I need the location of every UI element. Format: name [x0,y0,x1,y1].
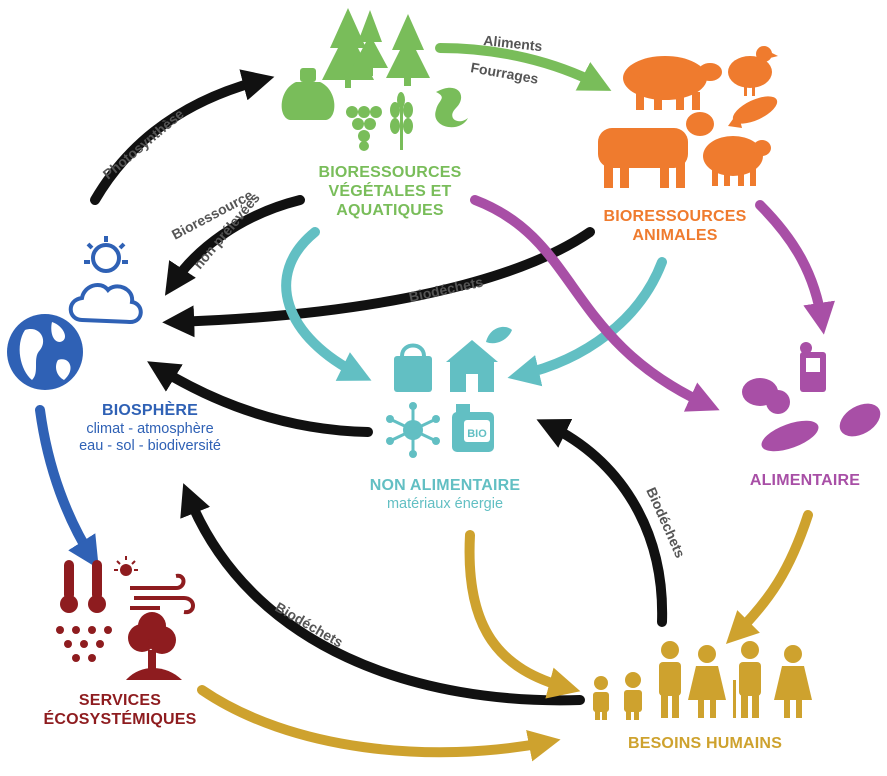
rain-icon [56,626,112,662]
chicken-icon [728,46,778,96]
services-title-line1: SERVICES [78,692,162,709]
animal-title-line1: BIORESSOURCES [603,208,747,225]
globe-icon [7,314,83,390]
biosphere-line1: climat - atmosphère [86,420,214,437]
sun-icon [114,556,138,576]
services-icons [56,556,195,680]
grain-sack-icon [281,68,335,120]
fish-icon [728,96,778,128]
arrow-services-besoins [197,685,561,762]
molecule-icon [386,402,440,458]
sun-cloud-icon [68,236,143,325]
bio-badge: BIO [467,428,487,440]
arrow-biodechets-humains-biosphere [180,483,585,706]
arrow-biosphere-services [35,405,99,569]
arrow-biodechets-humains-non-alimentaire [536,419,668,627]
non-alimentaire-title: NON ALIMENTAIRE [369,477,521,494]
thermometer-icon [60,560,106,613]
animal-icons [598,46,778,188]
shopping-bag-icon [394,343,432,392]
wind-icon [130,573,195,615]
animal-title: BIORESSOURCES ANIMALES [570,208,780,246]
label-photosynthese: Photosynthèse [100,105,187,182]
arrow-non-alimentaire-besoins [464,530,581,699]
label-biodechets-animal: Biodéchets [407,274,484,305]
biosphere-line2: eau - sol - biodiversité [79,437,221,454]
arrow-vegetal-alimentaire [470,195,720,412]
services-title-line2: ÉCOSYSTÉMIQUES [43,710,197,728]
alimentaire-title: ALIMENTAIRE [749,472,861,489]
non-alimentaire-subtitle: matériaux énergie [386,495,504,512]
arrow-alimentaire-besoins [725,510,813,645]
tree-icon [126,612,182,680]
arrow-vegetal-non-alimentaire [281,227,372,381]
cow-icon [598,112,714,188]
biosphere-icons [7,236,143,390]
people-icon [593,641,812,720]
besoins-title: BESOINS HUMAINS [627,735,783,752]
vegetal-icons [281,8,468,151]
arrow-photosynthese [90,69,275,205]
non-alimentaire-icons: BIO [386,326,512,458]
tree-icon [352,10,388,76]
pig-icon [623,56,722,110]
animal-title-line2: ANIMALES [632,226,718,244]
label-aliments: Aliments [483,32,544,54]
eco-house-icon [446,326,512,392]
non-alimentaire-label: NON ALIMENTAIRE matériaux énergie [330,477,560,513]
tree-icon [386,14,430,86]
arrow-animal-alimentaire [755,200,835,335]
arrow-biodechets-animal-biosphere [162,227,595,338]
vegetal-title-line3: AQUATIQUES [336,201,444,219]
vegetal-title: BIORESSOURCES VÉGÉTALES ET AQUATIQUES [285,164,495,221]
bio-fuel-can-icon [452,404,494,452]
food-basket-icon [742,342,881,452]
vegetal-title-line2: VÉGÉTALES ET [328,182,452,200]
biosphere-title: BIOSPHÈRE [101,402,199,419]
arrow-aliments-fourrages [435,43,612,91]
sheep-icon [703,136,771,186]
grapes-icon [346,106,382,151]
services-title: SERVICES ÉCOSYSTÉMIQUES [20,692,220,730]
arrow-non-alimentaire-biosphere [147,361,373,437]
seaweed-icon [435,87,468,128]
biosphere-label: BIOSPHÈRE climat - atmosphère eau - sol … [40,402,260,455]
wheat-icon [390,92,413,150]
vegetal-title-line1: BIORESSOURCES [318,164,462,181]
arrow-bioressource-non-prelevees [164,195,305,296]
